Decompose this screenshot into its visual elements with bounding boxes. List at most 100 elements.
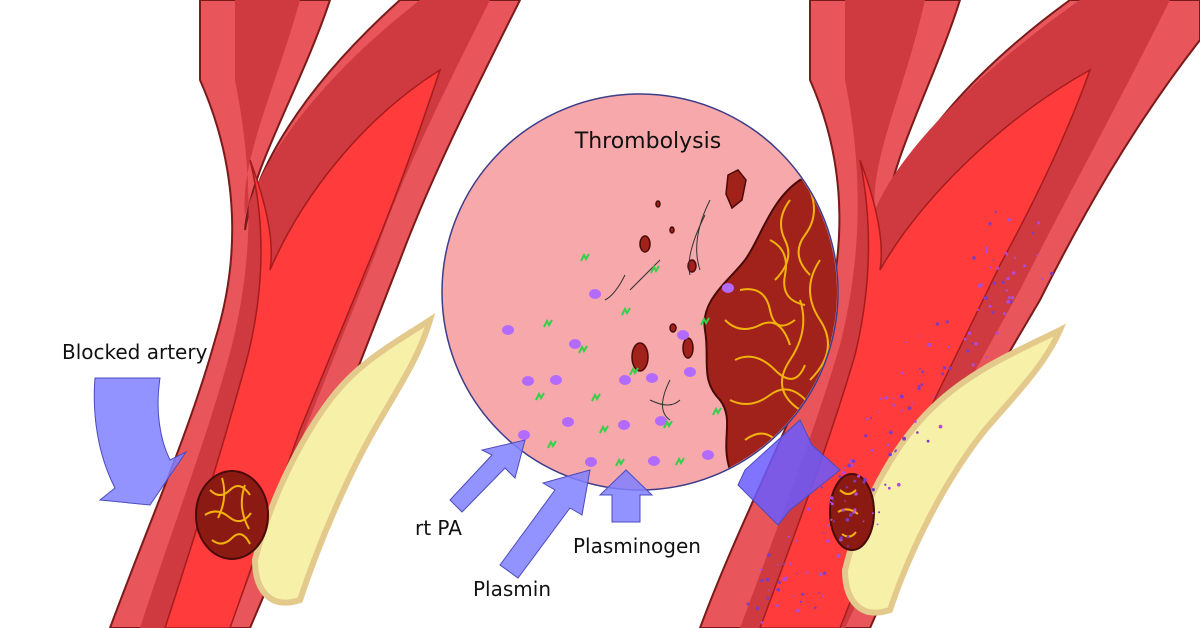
particle [878, 411, 881, 414]
plasminogen-arrow [598, 469, 654, 523]
particle [853, 479, 857, 483]
plasmin-arrow [499, 469, 591, 579]
right-artery-clot-remnant [829, 473, 875, 551]
particle [926, 439, 930, 443]
rt-pa-molecule [615, 457, 625, 467]
particle [846, 535, 850, 539]
particle [871, 488, 875, 492]
particle [919, 367, 921, 370]
particle [888, 430, 893, 435]
fibrin-fiber [734, 355, 806, 380]
particle [841, 470, 846, 475]
plasmin-label: Plasmin [473, 577, 551, 601]
particle [818, 572, 823, 577]
particle [760, 568, 763, 571]
plasminogen-molecule [619, 375, 631, 385]
particle [1011, 271, 1016, 275]
particle [970, 342, 974, 345]
blocked-artery-label: Blocked artery [62, 340, 208, 364]
particle [760, 621, 764, 624]
rt-pa-molecule [580, 252, 590, 262]
particle [864, 434, 868, 438]
particle [894, 450, 896, 453]
particle [1041, 277, 1044, 280]
particle [799, 600, 802, 604]
particle [887, 443, 890, 447]
particle [755, 606, 760, 610]
particle [884, 483, 887, 486]
particle [900, 371, 904, 375]
particle [984, 296, 988, 300]
particle [941, 372, 945, 376]
left-artery-clot [195, 470, 269, 560]
rt-pa-molecule [675, 456, 685, 466]
plasminogen-label: Plasminogen [573, 534, 701, 558]
particle [847, 545, 850, 548]
left-artery-plaque [251, 312, 436, 606]
particle [827, 524, 830, 527]
plasminogen-molecule [722, 283, 734, 293]
particle [767, 553, 771, 557]
particle [854, 492, 858, 496]
particle [988, 304, 992, 308]
particle [832, 498, 835, 501]
particle [947, 345, 951, 349]
particle [848, 513, 853, 517]
plasminogen-molecule [655, 416, 667, 426]
particle [850, 463, 854, 468]
particle [845, 486, 848, 489]
particle [917, 386, 921, 391]
fibrin-fiber [781, 299, 805, 411]
particle [911, 402, 914, 405]
particle [853, 508, 857, 512]
particle [760, 578, 764, 583]
particle [1007, 218, 1011, 222]
particle [830, 518, 833, 521]
particle [900, 409, 903, 412]
particle [994, 210, 997, 213]
motion-lines [604, 199, 711, 421]
fibrin-fibers [724, 189, 829, 454]
particle [1004, 251, 1008, 255]
particle [836, 553, 841, 558]
particle [963, 337, 967, 341]
rt-pa-molecule [599, 424, 609, 434]
arrows [93, 377, 841, 579]
plasminogen-molecule [562, 417, 574, 427]
particle [820, 486, 823, 489]
dissolved-particles [746, 210, 1054, 624]
particle [1006, 276, 1010, 281]
particle [992, 259, 995, 261]
particle [948, 366, 952, 371]
particle [1009, 300, 1013, 304]
particle [784, 576, 788, 580]
particle [876, 523, 879, 526]
left-artery [108, 0, 522, 628]
particle [888, 452, 892, 457]
particle [916, 431, 919, 434]
particle [1031, 232, 1035, 235]
particle [789, 562, 792, 565]
particle [767, 589, 770, 591]
particle [1006, 299, 1010, 304]
particle [1001, 280, 1005, 284]
particle [801, 592, 805, 596]
particle [974, 342, 978, 346]
particle [892, 397, 895, 400]
particle [991, 311, 995, 314]
rt-pa-molecule [712, 406, 722, 416]
particle [823, 571, 827, 575]
plasminogen-molecule [502, 325, 514, 335]
particle [852, 511, 856, 514]
particle [1037, 221, 1041, 225]
plasminogen-molecule [522, 376, 534, 386]
particle [1007, 296, 1011, 300]
rt-pa-molecule [591, 392, 601, 402]
particle [992, 281, 997, 285]
particle [746, 602, 750, 606]
particle [935, 322, 940, 326]
particle [787, 535, 790, 538]
result-arrow [737, 419, 841, 526]
particle [938, 424, 943, 429]
